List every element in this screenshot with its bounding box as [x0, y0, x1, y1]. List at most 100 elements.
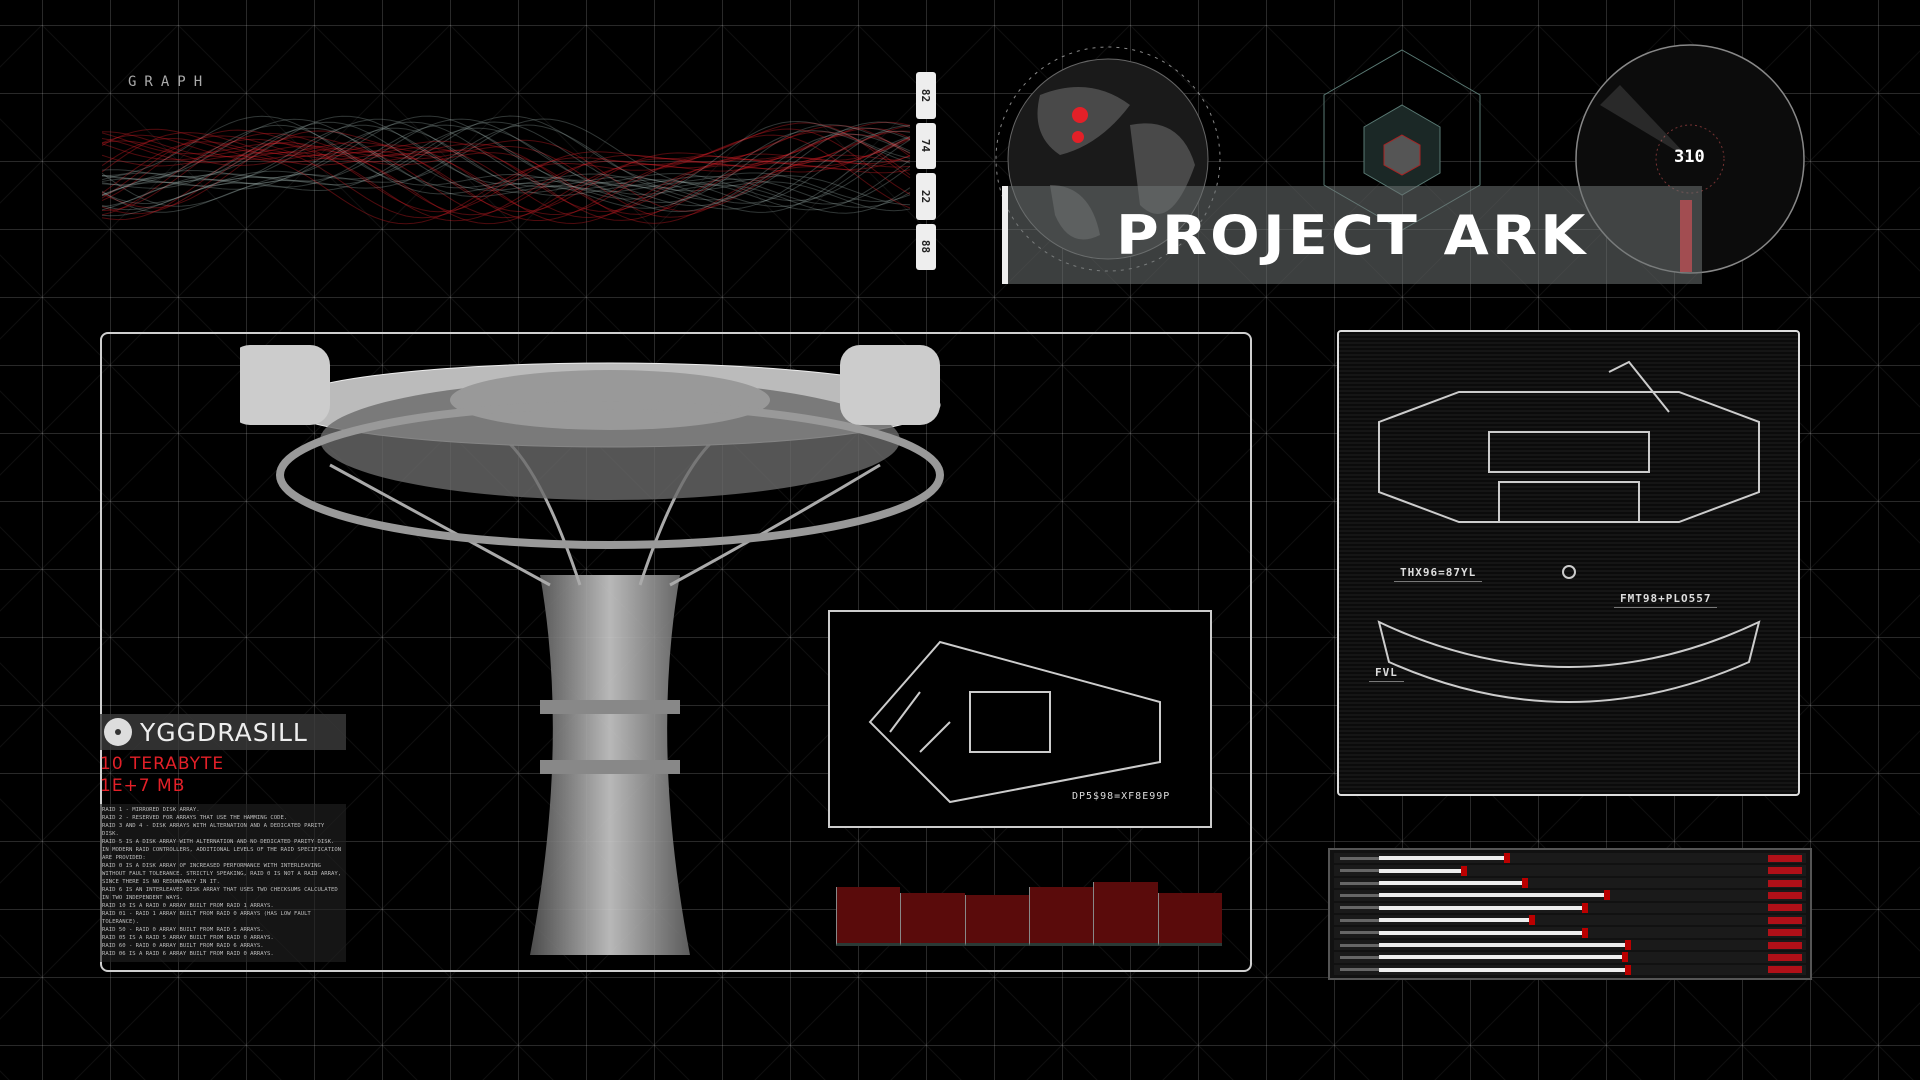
- page-title: PROJECT ARK: [1116, 204, 1589, 267]
- wave-line: [102, 121, 911, 207]
- blueprint-panel: THX96=87YL FMT98+PLO557 FVL: [1337, 330, 1800, 796]
- progress-fill: [1379, 915, 1535, 926]
- bar: [1157, 892, 1222, 946]
- progress-track: [1379, 865, 1736, 876]
- wave-line: [102, 135, 911, 219]
- row-index: [1340, 931, 1380, 935]
- description-line: RAID 2 - RESERVED FOR ARRAYS THAT USE TH…: [102, 815, 288, 821]
- grid-diagonal: [0, 1070, 10, 1080]
- progress-row: [1334, 853, 1806, 864]
- wave-graph: [102, 115, 911, 225]
- progress-row: [1334, 902, 1806, 914]
- progress-fill: [1379, 865, 1468, 876]
- wave-line: [102, 133, 911, 225]
- row-index: [1340, 918, 1380, 922]
- progress-fill: [1379, 927, 1589, 938]
- status-tag: [1768, 879, 1802, 887]
- description-line: RAID 50 - RAID 0 ARRAY BUILT FROM RAID 5…: [102, 927, 264, 933]
- main-frame: [100, 332, 1252, 972]
- progress-track: [1379, 952, 1736, 963]
- wave-line: [102, 115, 911, 202]
- status-tag: [1768, 929, 1802, 937]
- status-tag: [1768, 953, 1802, 961]
- row-index: [1340, 893, 1380, 897]
- bar-chart: [836, 882, 1222, 946]
- wave-line: [102, 129, 911, 213]
- grid-diagonal: [1673, 24, 1920, 272]
- row-index: [1340, 955, 1380, 959]
- progress-row: [1334, 952, 1806, 963]
- progress-row: [1334, 865, 1806, 876]
- description-line: RAID 01 - RAID 1 ARRAY BUILT FROM RAID 0…: [102, 911, 311, 925]
- progress-row: [1334, 927, 1806, 938]
- blueprint-label: THX96=87YL: [1394, 564, 1483, 582]
- progress-fill: [1379, 964, 1632, 975]
- wave-line: [102, 127, 911, 217]
- progress-track: [1379, 890, 1736, 901]
- description-line: RAID 1 - MIRRORED DISK ARRAY.: [102, 807, 200, 813]
- wave-line: [102, 121, 911, 207]
- device-schematic-image: [868, 640, 1161, 804]
- radar-value: 310: [1674, 147, 1705, 167]
- status-tag: [1768, 904, 1802, 912]
- inset-label: DP5$98=XF8E99P: [1072, 791, 1171, 802]
- bar: [900, 892, 965, 946]
- bar: [1093, 882, 1158, 946]
- row-index: [1340, 943, 1380, 947]
- description-line: RAID 5 IS A DISK ARRAY WITH ALTERNATION …: [102, 839, 335, 845]
- grid-diagonal: [0, 24, 315, 340]
- progress-track: [1379, 878, 1736, 889]
- graph-tab[interactable]: 82: [916, 72, 936, 119]
- row-index: [1340, 906, 1380, 910]
- wave-line: [102, 124, 911, 209]
- wave-line: [102, 137, 911, 225]
- grid-diagonal: [1706, 866, 1920, 1080]
- grid-diagonal: [0, 24, 723, 748]
- wave-line: [102, 118, 911, 204]
- wave-line: [102, 115, 911, 205]
- description-line: RAID 10 IS A RAID 0 ARRAY BUILT FROM RAI…: [102, 903, 274, 909]
- title-banner: PROJECT ARK: [1002, 186, 1702, 284]
- progress-list: [1328, 848, 1812, 980]
- graph-label: GRAPH: [128, 74, 211, 90]
- wave-line: [102, 121, 911, 211]
- row-index: [1340, 968, 1380, 972]
- blueprint-label: FMT98+PLO557: [1614, 590, 1718, 608]
- description-line: RAID 0 IS A DISK ARRAY OF INCREASED PERF…: [102, 863, 342, 885]
- tree-structure-image: [240, 345, 944, 955]
- graph-tab[interactable]: 74: [916, 122, 936, 169]
- graph-tabs: 82 74 22 88: [916, 72, 936, 270]
- wave-line: [102, 124, 911, 213]
- description-line: IN MODERN RAID CONTROLLERS, ADDITIONAL L…: [102, 847, 342, 861]
- graph-tab[interactable]: 88: [916, 223, 936, 270]
- storage-header: YGGDRASILL: [100, 714, 346, 750]
- wave-line: [102, 124, 911, 211]
- row-index: [1340, 856, 1380, 860]
- blueprint-image: [1377, 360, 1761, 703]
- progress-track: [1379, 940, 1736, 951]
- grid-diagonal: [0, 24, 43, 68]
- grid-diagonal: [0, 24, 995, 1020]
- wave-line: [102, 127, 911, 213]
- wave-line: [102, 138, 911, 221]
- progress-track: [1379, 902, 1736, 913]
- inset-schematic: [828, 610, 1212, 828]
- tab-label: 22: [919, 189, 933, 203]
- grid-diagonal: [0, 24, 451, 476]
- tab-label: 82: [919, 88, 933, 102]
- storage-name: YGGDRASILL: [140, 717, 308, 747]
- grid-diagonal: [0, 526, 554, 1080]
- progress-track: [1379, 853, 1736, 864]
- progress-fill: [1379, 853, 1510, 864]
- wave-line: [102, 127, 911, 213]
- bar: [964, 894, 1029, 946]
- description-line: RAID 05 IS A RAID 5 ARRAY BUILT FROM RAI…: [102, 935, 274, 941]
- graph-panel: GRAPH: [102, 70, 914, 270]
- wave-line: [102, 118, 911, 208]
- wave-line: [102, 121, 911, 212]
- wave-line: [102, 134, 911, 225]
- status-tag: [1768, 941, 1802, 949]
- graph-tab[interactable]: 22: [916, 173, 936, 220]
- status-tag: [1768, 966, 1802, 974]
